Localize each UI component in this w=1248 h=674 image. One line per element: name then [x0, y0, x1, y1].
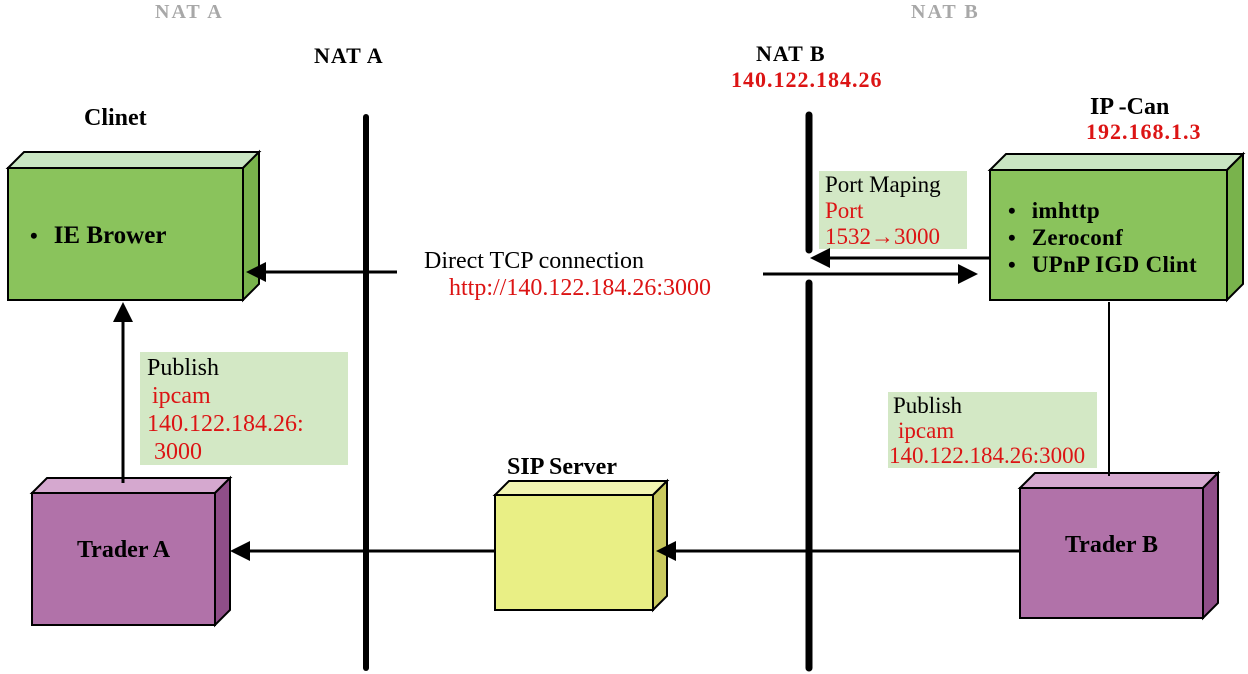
nat-b-label: NAT B [756, 41, 826, 66]
publish-right-heading: Publish [893, 393, 963, 418]
publish-right-address: 140.122.184.26:3000 [889, 443, 1086, 468]
ip-cam-box [987, 151, 1246, 303]
trader-b-box [1017, 470, 1221, 621]
ip-cam-item-label: imhttp [1031, 198, 1100, 223]
client-box-side [242, 149, 260, 303]
port-mapping-arrow [810, 248, 990, 268]
sip-server-box [492, 478, 670, 613]
ip-cam-title: IP -Can [1090, 94, 1170, 120]
ip-cam-box-top [987, 153, 1246, 171]
tcp-arrowhead-right-icon [958, 264, 978, 284]
trader-a-title: Trader A [76, 537, 171, 563]
trader-a-box-side [214, 475, 231, 628]
trader-a-box-top [29, 477, 233, 494]
trader-a-to-client-arrow [113, 302, 133, 483]
publish-left-address: 140.122.184.26: [147, 411, 304, 437]
port-mapping-label: Port Maping Port 1532→3000 [825, 172, 941, 250]
ip-cam-item-label: UPnP IGD Clint [1031, 252, 1197, 277]
client-title: Clinet [84, 105, 147, 131]
client-box-top [5, 151, 262, 169]
trader-b-title: Trader B [1064, 532, 1159, 558]
ip-cam-item-upnp: • UPnP IGD Clint [1008, 252, 1197, 280]
trader-b-box-face [1019, 487, 1204, 619]
publish-right-service: ipcam [898, 418, 955, 443]
client-arrowhead-icon [113, 302, 133, 322]
bullet-icon: • [30, 223, 38, 248]
port-mapping-value: 1532→3000 [825, 224, 940, 249]
bullet-icon: • [1008, 252, 1016, 277]
bullet-icon: • [1008, 225, 1016, 250]
publish-left-service: ipcam [152, 383, 211, 409]
sip-server-box-side [652, 478, 668, 613]
client-box [5, 149, 262, 303]
sip-arrowhead-icon [656, 541, 676, 561]
publish-right-label-bg [888, 392, 1097, 468]
trader-b-box-side [1202, 470, 1219, 621]
trader-a-box-face [31, 492, 216, 626]
client-item-ie-browser: • IE Brower [30, 222, 166, 249]
nat-a-label: NAT A [314, 43, 384, 68]
trader-a-box [29, 475, 233, 628]
ip-cam-item-label: Zeroconf [1031, 225, 1124, 250]
ip-cam-item-zeroconf: • Zeroconf [1008, 225, 1197, 253]
sip-to-trader-a-arrow [230, 541, 495, 561]
bullet-icon: • [1008, 198, 1016, 223]
publish-left-label-bg [140, 352, 348, 465]
tcp-connection-url: http://140.122.184.26:3000 [449, 275, 712, 301]
ip-cam-ip: 192.168.1.3 [1086, 119, 1202, 144]
port-mapping-arrowhead-icon [810, 248, 830, 268]
tcp-connection-label: Direct TCP connection [424, 248, 644, 274]
trader-b-to-sip-arrow [656, 541, 1020, 561]
nat-b-ip: 140.122.184.26 [731, 67, 883, 92]
ip-cam-box-face [989, 169, 1228, 301]
port-mapping-title: Port Maping [825, 172, 941, 197]
nat-a-header: NAT A [155, 1, 224, 23]
ip-cam-item-list: • imhttp • Zeroconf • UPnP IGD Clint [1008, 198, 1197, 280]
publish-left-label: Publish ipcam 140.122.184.26: 3000 [147, 354, 304, 466]
ip-cam-item-imhttp: • imhttp [1008, 198, 1197, 226]
sip-server-box-face [494, 494, 654, 611]
client-box-face [7, 167, 244, 301]
nat-b-header: NAT B [911, 1, 980, 23]
client-item-label: IE Brower [53, 222, 167, 249]
port-mapping-port-label: Port [825, 198, 864, 223]
publish-left-heading: Publish [147, 355, 220, 381]
sip-server-title: SIP Server [507, 454, 617, 480]
ip-cam-box-side [1226, 151, 1244, 303]
publish-left-port: 3000 [154, 439, 202, 465]
port-mapping-label-bg [819, 171, 967, 249]
publish-right-label: Publish ipcam 140.122.184.26:3000 [889, 393, 1085, 468]
tcp-arrowhead-left-icon [246, 262, 266, 282]
tcp-connection-arrow [246, 262, 978, 284]
trader-b-box-top [1017, 472, 1221, 489]
sip-server-box-top [492, 480, 670, 496]
trader-a-arrowhead-icon [230, 541, 250, 561]
